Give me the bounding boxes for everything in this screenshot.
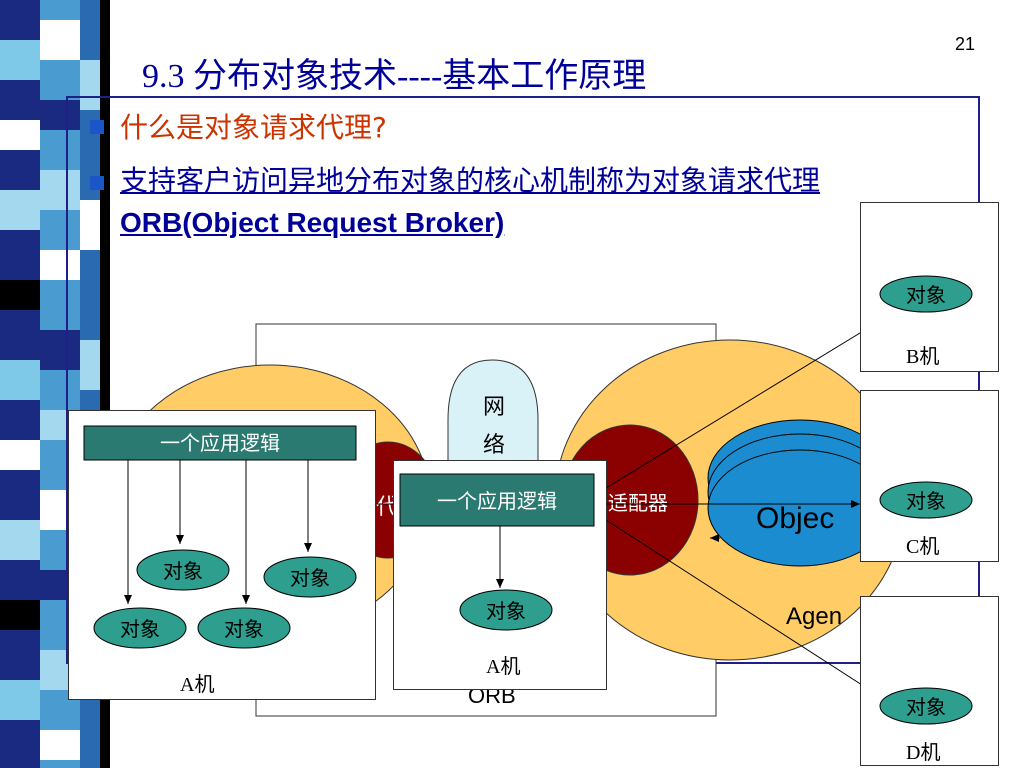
agent-label: Agen <box>786 603 842 630</box>
machine-b-label: B机 <box>906 346 940 368</box>
object-label: Objec <box>756 502 834 535</box>
machine-c-box <box>860 390 999 562</box>
machine-d-box <box>860 596 999 766</box>
slide-title: 9.3 分布对象技术----基本工作原理 <box>142 58 647 95</box>
adapter-label: 适配器 <box>608 491 668 515</box>
machine-a-left-label: A机 <box>180 674 215 696</box>
object-node-label: 对象 <box>906 489 946 513</box>
bullet-square-icon <box>90 176 104 190</box>
object-node-c <box>879 481 973 519</box>
arrow-to-b-machine <box>605 321 879 489</box>
object-node <box>93 607 187 649</box>
object-node <box>197 607 291 649</box>
arrow-to-d-machine <box>605 519 877 695</box>
network-shape <box>447 359 539 471</box>
page-number: 21 <box>955 34 976 54</box>
definition-english: ORB(Object Request Broker) <box>120 207 505 238</box>
question-text: 什么是对象请求代理? <box>120 111 387 144</box>
machine-c-label: C机 <box>906 536 940 558</box>
object-node-d <box>879 687 973 725</box>
object-node <box>263 556 357 598</box>
object-node <box>136 549 230 591</box>
network-char-1: 网 <box>483 395 505 420</box>
bullet-square-icon <box>90 120 104 134</box>
app-logic-box-middle <box>399 473 595 527</box>
object-node-label: 对象 <box>224 617 264 641</box>
decorative-side-strip <box>0 0 120 768</box>
network-char-2: 络 <box>483 433 505 458</box>
object-node-label: 对象 <box>906 283 946 307</box>
object-node-label: 对象 <box>120 617 160 641</box>
app-logic-label-middle: 一个应用逻辑 <box>437 489 557 513</box>
object-node-b <box>879 275 973 313</box>
machine-a-middle-label: A机 <box>486 656 521 678</box>
app-logic-box-left <box>83 425 357 461</box>
object-node-label: 对象 <box>163 559 203 583</box>
object-node-label: 对象 <box>906 695 946 719</box>
object-node-label: 对象 <box>290 566 330 590</box>
object-node-label: 对象 <box>486 599 526 623</box>
app-logic-label-left: 一个应用逻辑 <box>160 431 280 455</box>
proxy-label: 代 <box>376 495 398 520</box>
object-node <box>459 589 553 631</box>
definition-text: 支持客户访问异地分布对象的核心机制称为对象请求代理 ORB(Object Requ… <box>120 160 970 244</box>
machine-d-label: D机 <box>906 742 941 764</box>
definition-chinese: 支持客户访问异地分布对象的核心机制称为对象请求代理 <box>120 164 821 197</box>
